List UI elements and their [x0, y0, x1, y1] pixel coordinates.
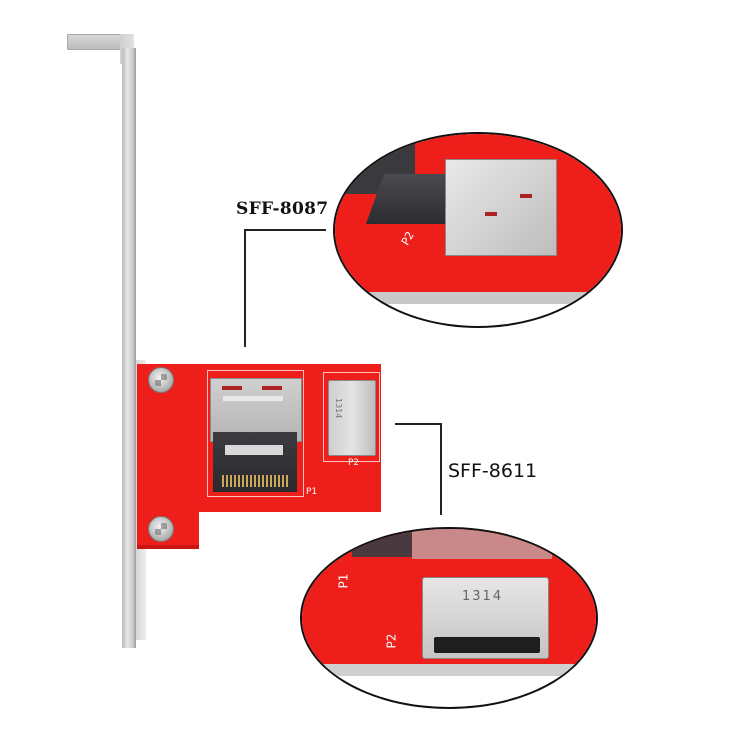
zoom-pcb-edge	[335, 292, 621, 304]
screw-icon	[148, 367, 174, 393]
connector-marking: 1314	[334, 398, 343, 419]
zoom-p1-label: P1	[336, 573, 351, 589]
connector-slot	[262, 386, 282, 390]
p2-silk-label: P2	[348, 458, 360, 468]
p1-silkscreen-outline	[207, 370, 304, 497]
pcie-bracket	[122, 48, 136, 648]
zoom-slot	[485, 212, 497, 216]
callout-line	[244, 229, 246, 347]
connector-mouth	[225, 445, 283, 455]
connector-pins	[222, 475, 288, 487]
zoom-detail-sff-8087: P2	[333, 132, 623, 328]
callout-line	[395, 423, 442, 425]
callout-line	[244, 229, 326, 231]
callout-line	[440, 423, 442, 515]
p2-silkscreen-outline	[323, 372, 380, 462]
callout-label-sff-8087: SFF-8087	[236, 199, 329, 219]
connector-slot	[222, 386, 242, 390]
screw-icon	[148, 516, 174, 542]
zoom-connector-marking: 1314	[462, 589, 504, 604]
zoom-detail-sff-8611: 1314 P1 P2	[300, 527, 598, 709]
pcb-edge	[137, 545, 199, 549]
connector-latch-bar	[223, 396, 283, 401]
zoom-connector-shell	[445, 159, 557, 256]
zoom-slot	[520, 194, 532, 198]
zoom-pcb-edge	[302, 664, 596, 676]
zoom-upper-connector	[412, 529, 552, 559]
callout-label-sff-8611: SFF-8611	[448, 460, 538, 482]
p1-silk-label: P1	[306, 487, 318, 497]
zoom-p2-label: P2	[384, 633, 399, 649]
zoom-connector-port	[434, 637, 540, 653]
sff-8611-connector	[328, 380, 376, 456]
